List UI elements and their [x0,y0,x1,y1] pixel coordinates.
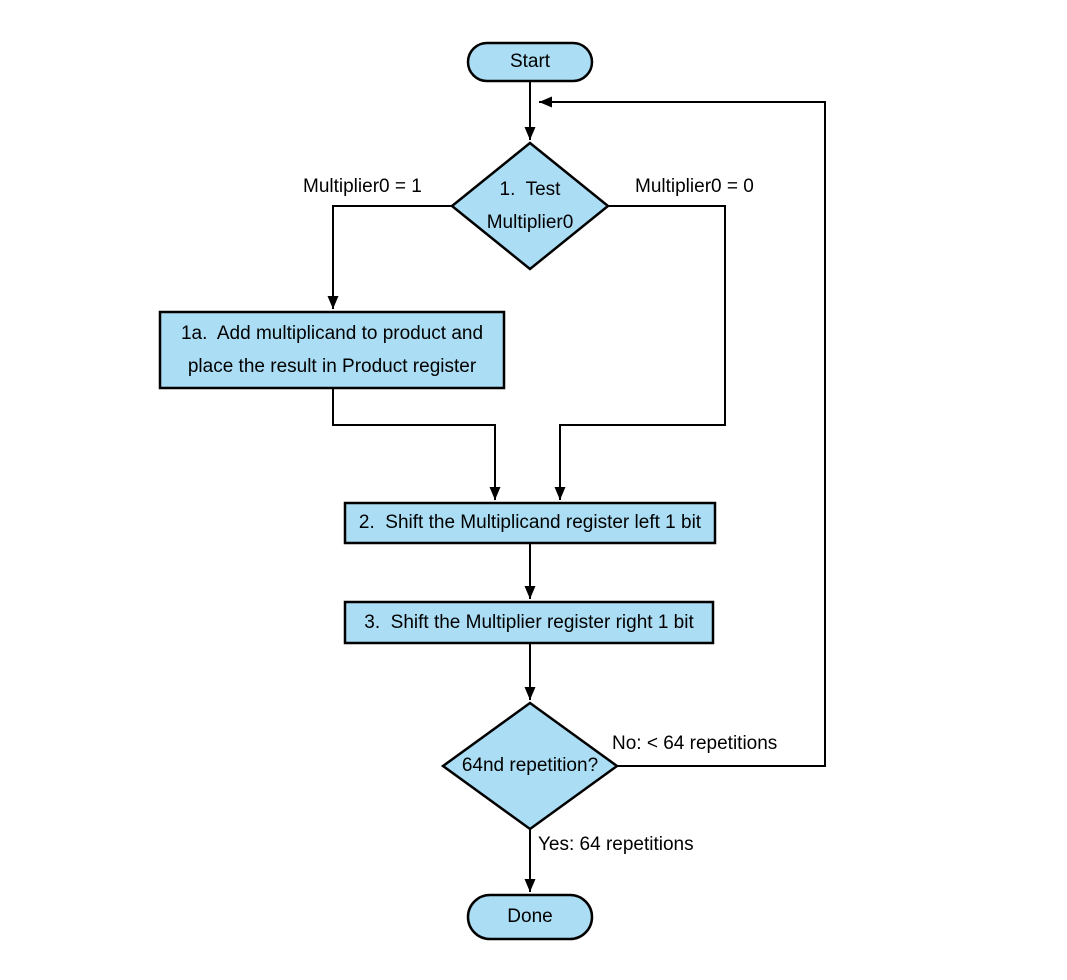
decision2-label-text: 64nd repetition? [461,755,599,776]
box2-label-text: 2. Shift the Multiplicand register left … [358,512,702,533]
edge-label-no-branch: No: < 64 repetitions [612,733,778,754]
edge-decision1-right-to-box2 [554,205,726,500]
box3-label: 3. Shift the Multiplier register right 1… [345,602,713,643]
box3-shape [343,600,715,645]
box1a-label: 1a. Add multiplicand to product and plac… [160,312,504,388]
edge-decision1-left-to-box1a [327,205,452,309]
edge-label-multiplier0-eq-1: Multiplier0 = 1 [303,176,422,197]
decision2-diamond-shape [440,701,620,831]
start-node-label: Start [468,43,592,81]
decision2-label: 64nd repetition? [440,703,620,829]
decision1-label: 1. Test Multiplier0 [452,170,608,242]
box1a-line2: place the result in Product register [187,356,477,377]
start-label-text: Start [509,51,551,72]
decision1-line2: Multiplier0 [486,212,574,233]
decision1-line1: 1. Test [499,179,561,200]
box3-label-text: 3. Shift the Multiplier register right 1… [364,611,694,633]
box2-shape [343,501,717,545]
box1a-line1: 1a. Add multiplicand to product and [180,323,484,344]
decision1-diamond-shape [450,141,610,271]
done-label-text: Done [507,906,553,927]
edge-label-yes-branch: Yes: 64 repetitions [538,834,694,855]
box1a-shape [158,310,506,390]
start-node-shape [466,41,594,83]
done-node-label: Done [468,895,592,939]
edge-loop-back-no-branch [539,96,826,767]
edge-box1a-to-box2 [332,388,501,500]
edge-label-multiplier0-eq-0: Multiplier0 = 0 [635,176,754,197]
box2-label: 2. Shift the Multiplicand register left … [345,503,715,543]
done-node-shape [466,893,594,941]
